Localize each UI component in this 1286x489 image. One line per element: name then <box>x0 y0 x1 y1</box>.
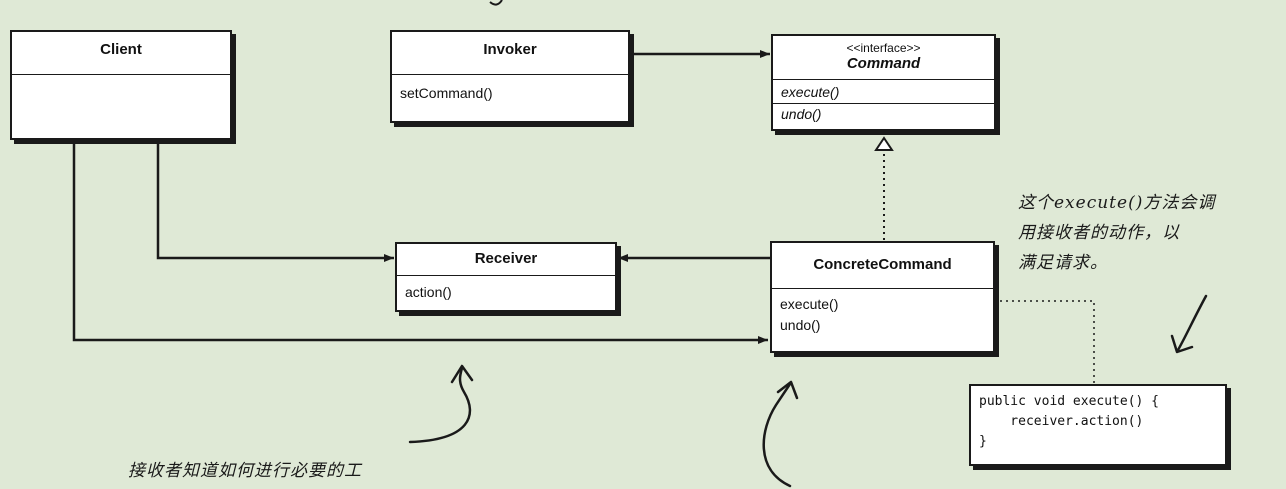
command-interface-name: Command <box>846 55 921 72</box>
top-curve-stub <box>489 0 503 6</box>
receiver-pointer-arrow <box>408 366 472 444</box>
code-line-1: public void execute() { <box>979 394 1160 409</box>
execute-note-line-3: 满足请求。 <box>1018 253 1108 273</box>
command-stereotype: <<interface>> <box>846 41 921 55</box>
client-class-name: Client <box>12 32 230 75</box>
concrete-command-method-execute: execute() <box>780 296 839 312</box>
execute-note: 这个execute()方法会调 用接收者的动作，以 满足请求。 <box>1018 188 1286 278</box>
code-snippet: public void execute() { receiver.action(… <box>969 384 1227 466</box>
command-interface: <<interface>> Command execute() undo() <box>771 34 996 131</box>
receiver-note: 接收者知道如何进行必要的工 <box>128 461 362 481</box>
invoker-method-setcommand: setCommand() <box>400 85 493 101</box>
code-pointer-arrow <box>1176 294 1208 352</box>
receiver-class: Receiver action() <box>395 242 617 312</box>
command-method-execute: execute() <box>781 84 840 100</box>
command-method-undo: undo() <box>773 103 994 125</box>
concrete-command-method-undo: undo() <box>780 317 821 333</box>
receiver-class-name: Receiver <box>397 244 615 276</box>
concretecommand-pointer-arrow <box>762 382 792 488</box>
code-line-2: receiver.action() <box>979 414 1144 429</box>
concretecommand-pointer-arrowhead <box>776 380 799 400</box>
code-line-3: } <box>979 434 987 449</box>
realization-triangle <box>874 136 894 151</box>
concrete-command-class-name: ConcreteCommand <box>772 243 993 289</box>
invoker-class-name: Invoker <box>392 32 628 75</box>
receiver-pointer-arrowhead <box>450 364 474 384</box>
execute-note-line-2: 用接收者的动作，以 <box>1018 223 1180 243</box>
code-pointer-arrowhead <box>1170 334 1194 354</box>
receiver-method-action: action() <box>405 284 452 300</box>
invoker-class: Invoker setCommand() <box>390 30 630 123</box>
execute-note-line-1: 这个execute()方法会调 <box>1018 193 1216 213</box>
concrete-command-class: ConcreteCommand execute() undo() <box>770 241 995 353</box>
command-header: <<interface>> Command <box>773 36 994 80</box>
client-to-receiver-arrow <box>156 140 394 262</box>
client-to-concretecommand-arrow <box>72 140 768 344</box>
client-class: Client <box>10 30 232 140</box>
